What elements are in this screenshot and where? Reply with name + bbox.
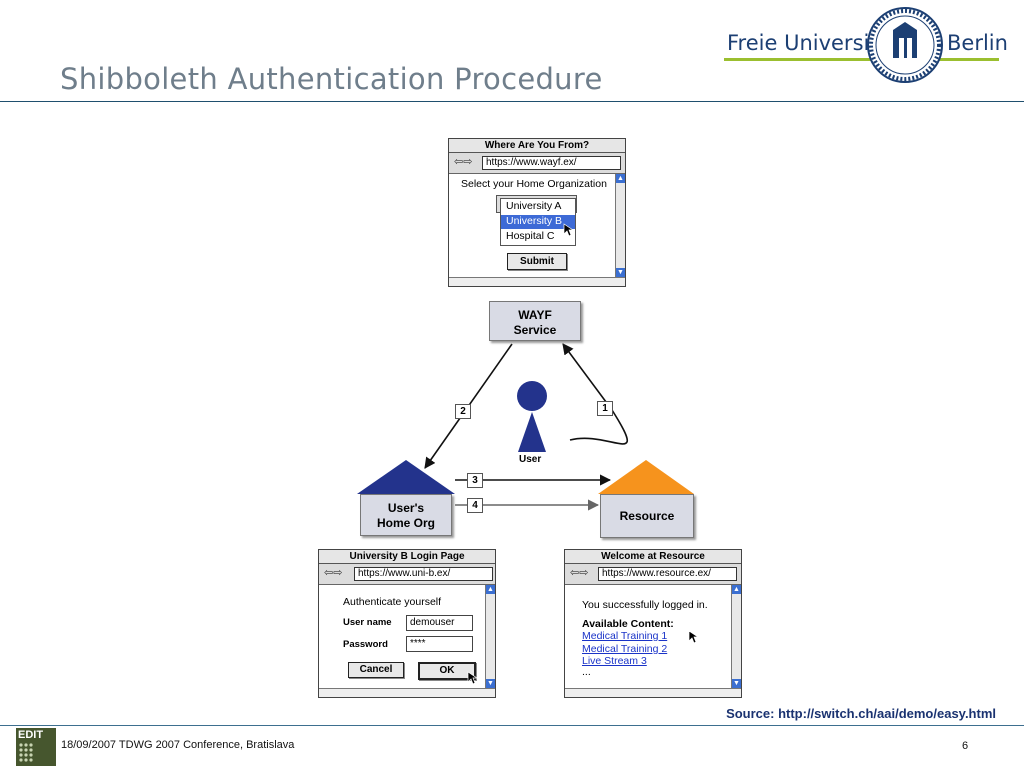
resource-url-field[interactable]: https://www.resource.ex/ bbox=[598, 567, 737, 581]
resource-status-bar bbox=[565, 688, 741, 697]
mouse-cursor-icon bbox=[688, 630, 698, 644]
wayf-service-node: WAYF Service bbox=[489, 301, 581, 341]
step-label-2: 2 bbox=[455, 404, 471, 419]
resource-url-bar: ⇦⇨ https://www.resource.ex/ bbox=[565, 564, 741, 585]
scroll-down-icon[interactable]: ▼ bbox=[732, 679, 741, 688]
password-label: Password bbox=[343, 639, 388, 650]
login-url-bar: ⇦⇨ https://www.uni-b.ex/ bbox=[319, 564, 495, 585]
user-body-icon bbox=[518, 412, 546, 452]
org-option-c[interactable]: Hospital C bbox=[506, 230, 555, 242]
cancel-button[interactable]: Cancel bbox=[348, 662, 404, 678]
wayf-window-title: Where Are You From? bbox=[449, 139, 625, 153]
ok-button[interactable]: OK bbox=[418, 662, 476, 680]
home-org-roof bbox=[357, 460, 455, 494]
org-dropdown-list[interactable]: University A University B Hospital C bbox=[500, 198, 576, 246]
login-browser-window: University B Login Page ⇦⇨ https://www.u… bbox=[318, 549, 496, 698]
edit-logo: EDIT bbox=[16, 728, 56, 766]
login-success-message: You successfully logged in. bbox=[582, 599, 708, 611]
brand-underline bbox=[724, 58, 999, 61]
wayf-scrollbar[interactable]: ▲ ▼ bbox=[615, 174, 625, 277]
back-forward-icon[interactable]: ⇦⇨ bbox=[324, 567, 343, 579]
step-label-3: 3 bbox=[467, 473, 483, 488]
submit-button[interactable]: Submit bbox=[507, 253, 567, 270]
home-org-line1: User's bbox=[387, 501, 425, 515]
content-ellipsis: ... bbox=[582, 666, 591, 678]
wayf-browser-window: Where Are You From? ⇦⇨ https://www.wayf.… bbox=[448, 138, 626, 287]
resource-roof bbox=[598, 460, 694, 494]
scroll-up-icon[interactable]: ▲ bbox=[486, 585, 495, 594]
scroll-up-icon[interactable]: ▲ bbox=[732, 585, 741, 594]
back-forward-icon[interactable]: ⇦⇨ bbox=[570, 567, 589, 579]
user-head-icon bbox=[517, 381, 547, 411]
content-link-1[interactable]: Medical Training 1 bbox=[582, 630, 668, 642]
slide-title: Shibboleth Authentication Procedure bbox=[60, 62, 603, 96]
available-content-heading: Available Content: bbox=[582, 618, 674, 630]
wayf-url-field[interactable]: https://www.wayf.ex/ bbox=[482, 156, 621, 170]
scroll-down-icon[interactable]: ▼ bbox=[616, 268, 625, 277]
username-input[interactable]: demouser bbox=[406, 615, 473, 631]
user-label: User bbox=[519, 454, 542, 465]
footer-divider bbox=[0, 725, 1024, 726]
login-status-bar bbox=[319, 688, 495, 697]
wayf-url-bar: ⇦⇨ https://www.wayf.ex/ bbox=[449, 153, 625, 174]
username-label: User name bbox=[343, 617, 392, 628]
wayf-node-line2: Service bbox=[513, 323, 557, 337]
step-label-1: 1 bbox=[597, 401, 613, 416]
login-scrollbar[interactable]: ▲ ▼ bbox=[485, 585, 495, 688]
password-input[interactable]: **** bbox=[406, 636, 473, 652]
university-city: Berlin bbox=[947, 31, 1008, 55]
page-number: 6 bbox=[962, 740, 969, 752]
back-forward-icon[interactable]: ⇦⇨ bbox=[454, 156, 473, 168]
login-window-title: University B Login Page bbox=[319, 550, 495, 564]
step-label-4: 4 bbox=[467, 498, 483, 513]
home-org-node: User's Home Org bbox=[360, 494, 452, 536]
wayf-node-line1: WAYF bbox=[518, 308, 552, 322]
scroll-up-icon[interactable]: ▲ bbox=[616, 174, 625, 183]
resource-window-title: Welcome at Resource bbox=[565, 550, 741, 564]
mouse-cursor-icon bbox=[563, 223, 573, 237]
resource-scrollbar[interactable]: ▲ ▼ bbox=[731, 585, 741, 688]
scroll-down-icon[interactable]: ▼ bbox=[486, 679, 495, 688]
org-option-a[interactable]: University A bbox=[506, 200, 562, 212]
source-citation: Source: http://switch.ch/aai/demo/easy.h… bbox=[726, 706, 996, 721]
edit-logo-text: EDIT bbox=[18, 729, 44, 741]
home-org-line2: Home Org bbox=[376, 516, 435, 530]
resource-node: Resource bbox=[600, 494, 694, 538]
mouse-cursor-icon bbox=[467, 671, 477, 685]
conference-footer: 18/09/2007 TDWG 2007 Conference, Bratisl… bbox=[61, 739, 295, 751]
org-option-highlight bbox=[501, 215, 575, 229]
org-option-b[interactable]: University B bbox=[506, 215, 563, 227]
content-link-2[interactable]: Medical Training 2 bbox=[582, 643, 668, 655]
login-url-field[interactable]: https://www.uni-b.ex/ bbox=[354, 567, 493, 581]
auth-heading: Authenticate yourself bbox=[343, 596, 442, 608]
org-select-prompt: Select your Home Organization bbox=[461, 178, 607, 190]
arrow-step-1 bbox=[562, 343, 628, 445]
resource-browser-window: Welcome at Resource ⇦⇨ https://www.resou… bbox=[564, 549, 742, 698]
wayf-status-bar bbox=[449, 277, 625, 286]
edit-logo-dots-icon bbox=[19, 743, 33, 762]
content-link-3[interactable]: Live Stream 3 bbox=[582, 655, 647, 667]
university-seal-icon bbox=[867, 7, 943, 83]
title-divider bbox=[0, 101, 1024, 102]
